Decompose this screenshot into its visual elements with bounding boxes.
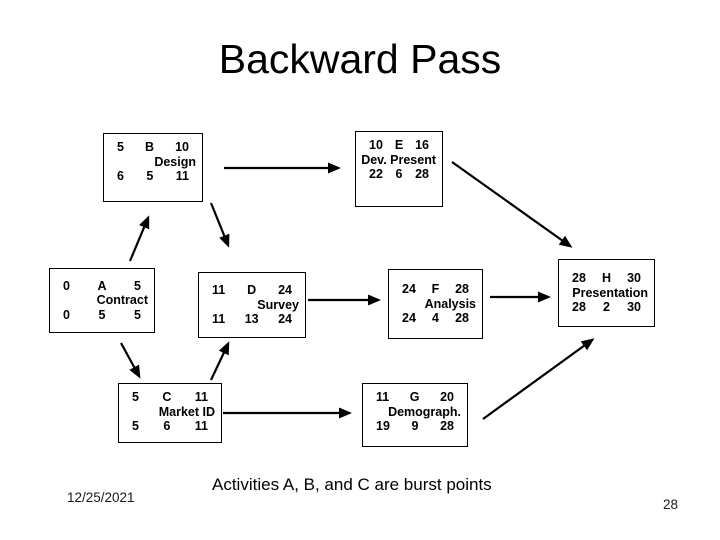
node-h-name: Presentation — [572, 285, 648, 300]
node-e-ef: 16 — [415, 138, 429, 152]
node-e-dur: 6 — [395, 167, 403, 181]
node-c-lf: 11 — [194, 419, 208, 433]
node-g-top-row: 11 G 20 — [363, 390, 467, 405]
activity-node-f: 24 F 28 Analysis 24 4 28 — [388, 269, 483, 339]
node-a-lf: 5 — [134, 307, 141, 322]
arrow-a-b — [128, 215, 150, 262]
node-b-ls: 6 — [117, 169, 124, 183]
node-a-es: 0 — [63, 278, 70, 293]
footer-page-number: 28 — [663, 497, 679, 512]
node-a-top-row: 0 A 5 — [50, 279, 154, 294]
node-f-es: 24 — [402, 282, 416, 297]
node-f-top-row: 24 F 28 — [389, 282, 482, 297]
node-b-bottom-row: 6 5 11 — [104, 169, 202, 184]
node-d-name: Survey — [257, 297, 299, 312]
node-d-lf: 24 — [278, 312, 292, 327]
node-c-id: C — [162, 390, 172, 404]
node-b-es: 5 — [117, 140, 124, 154]
node-h-ls: 28 — [572, 300, 586, 315]
activity-node-d: 11 D 24 Survey 11 13 24 — [198, 272, 306, 338]
node-c-ef: 11 — [194, 390, 208, 404]
node-e-ls: 22 — [369, 167, 383, 181]
node-d-ef: 24 — [278, 283, 292, 298]
node-c-ls: 5 — [132, 419, 139, 433]
arrow-c-d — [210, 341, 230, 381]
arrow-b-d — [209, 202, 230, 248]
node-h-lf: 30 — [627, 300, 641, 315]
node-g-es: 11 — [376, 390, 390, 404]
node-e-bottom-row: 22 6 28 — [356, 167, 442, 182]
activity-node-b: 5 B 10 Design 6 5 11 — [103, 133, 203, 202]
node-a-ef: 5 — [134, 278, 141, 293]
node-f-dur: 4 — [432, 311, 439, 326]
node-f-lf: 28 — [455, 311, 469, 326]
node-a-id: A — [97, 278, 107, 293]
node-h-top-row: 28 H 30 — [559, 271, 654, 286]
node-f-name: Analysis — [424, 296, 476, 311]
activity-node-c: 5 C 11 Market ID 5 6 11 — [118, 383, 222, 443]
node-b-dur: 5 — [146, 169, 154, 183]
node-a-dur: 5 — [98, 307, 106, 322]
node-c-es: 5 — [132, 390, 139, 404]
arrow-g-h — [482, 338, 595, 420]
node-e-id: E — [394, 138, 404, 152]
activity-node-g: 11 G 20 Demograph. 19 9 28 — [362, 383, 468, 447]
node-g-id: G — [409, 390, 420, 404]
node-d-id: D — [247, 283, 257, 298]
node-f-id: F — [431, 282, 440, 297]
node-g-name: Demograph. — [388, 404, 461, 419]
activity-node-h: 28 H 30 Presentation 28 2 30 — [558, 259, 655, 327]
node-h-id: H — [601, 271, 612, 286]
node-e-top-row: 10 E 16 — [356, 138, 442, 153]
node-d-bottom-row: 11 13 24 — [199, 312, 305, 327]
node-a-ls: 0 — [63, 307, 70, 322]
activity-node-e: 10 E 16 Dev. Present 22 6 28 — [355, 131, 443, 207]
node-d-ls: 11 — [212, 312, 226, 327]
node-b-name: Design — [154, 154, 196, 169]
node-f-ls: 24 — [402, 311, 416, 326]
node-f-ef: 28 — [455, 282, 469, 297]
node-c-bottom-row: 5 6 11 — [119, 419, 221, 434]
node-b-ef: 10 — [175, 140, 189, 154]
node-h-dur: 2 — [603, 300, 610, 315]
node-b-top-row: 5 B 10 — [104, 140, 202, 155]
arrow-a-c — [120, 342, 141, 379]
node-d-dur: 13 — [244, 312, 259, 327]
node-h-es: 28 — [572, 271, 586, 286]
node-c-dur: 6 — [163, 419, 171, 433]
node-f-bottom-row: 24 4 28 — [389, 311, 482, 326]
arrow-e-h — [451, 161, 573, 248]
activity-node-a: 0 A 5 Contract 0 5 5 — [49, 268, 155, 333]
node-g-bottom-row: 19 9 28 — [363, 419, 467, 434]
node-a-name: Contract — [96, 293, 148, 308]
node-d-top-row: 11 D 24 — [199, 283, 305, 298]
node-h-ef: 30 — [627, 271, 641, 286]
node-e-es: 10 — [369, 138, 383, 152]
node-e-lf: 28 — [415, 167, 429, 181]
footer-date: 12/25/2021 — [67, 490, 135, 505]
node-g-ls: 19 — [376, 419, 390, 433]
node-a-bottom-row: 0 5 5 — [50, 308, 154, 323]
node-h-bottom-row: 28 2 30 — [559, 300, 654, 315]
node-b-id: B — [145, 140, 155, 154]
node-c-top-row: 5 C 11 — [119, 390, 221, 405]
node-e-name: Dev. Present — [361, 152, 436, 167]
node-g-dur: 9 — [411, 419, 419, 433]
slide-title: Backward Pass — [218, 36, 502, 82]
node-b-lf: 11 — [175, 169, 189, 183]
slide-caption: Activities A, B, and C are burst points — [212, 475, 492, 494]
node-g-ef: 20 — [440, 390, 454, 404]
node-g-lf: 28 — [440, 419, 454, 433]
node-d-es: 11 — [212, 283, 226, 298]
node-c-name: Market ID — [158, 404, 215, 419]
